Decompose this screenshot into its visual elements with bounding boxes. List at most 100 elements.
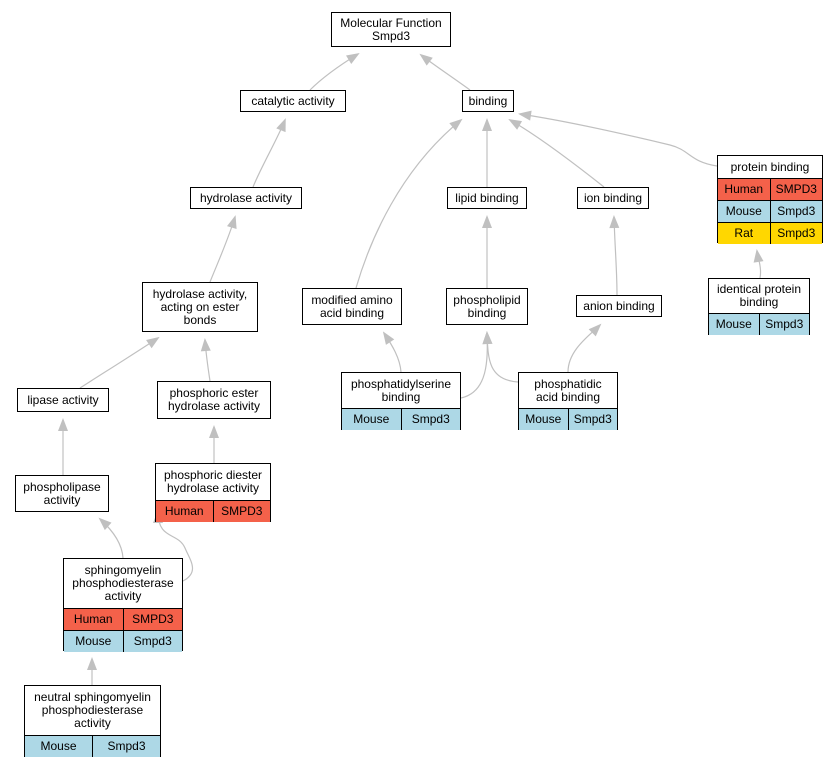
species-row-mouse: Mouse Smpd3: [64, 630, 182, 652]
edge-hydrolase-activity-to-catalytic-activity: [252, 118, 286, 188]
species-cell: Rat: [734, 226, 754, 240]
arrowhead: [382, 331, 395, 345]
edge-phospholipase-activity-to-lipase-activity: [58, 418, 68, 475]
node-label: identical protein binding: [716, 282, 802, 309]
species-row-human: Human SMPD3: [718, 178, 822, 200]
arrowhead: [346, 52, 360, 65]
species-cell: Human: [73, 612, 113, 626]
arrowhead: [482, 118, 492, 131]
edge-binding-to-molecular-function: [419, 53, 471, 91]
species-cell: Mouse: [75, 634, 112, 648]
arrowhead: [276, 118, 286, 133]
node-catalytic-activity[interactable]: catalytic activity: [240, 90, 346, 112]
edge-modified-amino-acid-binding-to-binding: [355, 118, 463, 289]
node-binding[interactable]: binding: [462, 90, 514, 112]
arrowhead: [482, 215, 492, 228]
arrowhead: [200, 338, 211, 352]
node-lipid-binding[interactable]: lipid binding: [447, 187, 527, 209]
species-cell: Human: [164, 504, 204, 518]
arrowhead: [419, 53, 433, 66]
arrowhead: [753, 249, 764, 263]
node-label: protein binding: [730, 159, 810, 174]
node-label: hydrolase activity: [199, 190, 293, 205]
gene-cell: Smpd3: [92, 736, 160, 757]
node-phospholipid-binding[interactable]: phospholipid binding: [446, 288, 528, 325]
species-row-mouse: Mouse Smpd3: [342, 408, 460, 430]
node-sphingomyelin-pde[interactable]: sphingomyelin phosphodiesterase activity…: [63, 558, 183, 652]
edge-identical-protein-binding-to-protein-binding: [753, 249, 764, 279]
species-cell: Mouse: [40, 739, 77, 753]
node-label: catalytic activity: [251, 93, 335, 108]
edge-hydrolase-ester-to-hydrolase-activity: [209, 215, 237, 283]
arrowhead: [146, 336, 160, 349]
node-label: ion binding: [583, 190, 643, 205]
edge-ion-binding-to-binding: [508, 119, 605, 188]
node-phosphoric-ester-hydrolase[interactable]: phosphoric ester hydrolase activity: [157, 381, 271, 419]
node-label: Molecular Function Smpd3: [340, 15, 442, 43]
node-label: neutral sphingomyelin phosphodiesterase …: [34, 690, 151, 730]
edge-phosphatidic-acid-binding-to-phospholipid-binding: [482, 331, 519, 383]
gene-cell: Smpd3: [400, 409, 461, 430]
edge-phosphoric-ester-hydrolase-to-hydrolase-ester: [200, 338, 211, 382]
node-hydrolase-ester[interactable]: hydrolase activity, acting on ester bond…: [142, 282, 258, 332]
node-label: binding: [468, 93, 508, 108]
node-anion-binding[interactable]: anion binding: [576, 295, 662, 317]
node-label: anion binding: [583, 298, 655, 313]
gene-cell: SMPD3: [212, 501, 271, 522]
node-lipase-activity[interactable]: lipase activity: [17, 388, 109, 412]
edge-protein-binding-to-binding: [518, 110, 718, 167]
species-cell: Human: [724, 182, 764, 196]
node-label: phosphatidic acid binding: [534, 376, 602, 404]
edge-sphingomyelin-pde-to-phospholipase-activity: [98, 517, 124, 559]
node-phospholipase-activity[interactable]: phospholipase activity: [15, 475, 109, 512]
arrowhead: [58, 418, 68, 431]
node-label: sphingomyelin phosphodiesterase activity: [72, 563, 174, 603]
node-label: modified amino acid binding: [311, 292, 393, 320]
edge-neutral-sphingomyelin-pde-to-sphingomyelin-pde: [87, 657, 97, 685]
gene-cell: SMPD3: [769, 179, 823, 200]
arrowhead: [209, 425, 219, 438]
node-hydrolase-activity[interactable]: hydrolase activity: [190, 187, 302, 209]
node-neutral-sphingomyelin-pde[interactable]: neutral sphingomyelin phosphodiesterase …: [24, 685, 161, 757]
arrowhead: [508, 119, 523, 130]
species-row-human: Human SMPD3: [64, 608, 182, 630]
node-modified-amino-acid-binding[interactable]: modified amino acid binding: [302, 288, 402, 325]
edge-phosphatidic-acid-binding-to-anion-binding: [567, 323, 602, 373]
edge-lipase-activity-to-hydrolase-ester: [79, 336, 160, 389]
edge-phospholipid-binding-to-lipid-binding: [482, 215, 492, 289]
node-label: hydrolase activity, acting on ester bond…: [152, 286, 248, 327]
arrowhead: [588, 323, 602, 337]
species-cell: Mouse: [353, 412, 390, 426]
gene-cell: Smpd3: [122, 631, 183, 652]
edge-lipid-binding-to-binding: [482, 118, 492, 188]
node-label: phospholipase activity: [23, 479, 101, 507]
arrowhead: [449, 118, 463, 131]
species-cell: Mouse: [715, 317, 752, 331]
arrowhead: [87, 657, 97, 670]
edge-anion-binding-to-ion-binding: [609, 215, 620, 296]
arrowhead: [518, 110, 532, 121]
node-label: phosphatidylserine binding: [350, 376, 452, 404]
species-row-human: Human SMPD3: [156, 500, 270, 522]
node-molecular-function[interactable]: Molecular Function Smpd3: [331, 12, 451, 47]
gene-cell: Smpd3: [769, 201, 823, 222]
node-label: phosphoric ester hydrolase activity: [167, 386, 261, 413]
node-label: lipid binding: [455, 190, 519, 205]
node-ion-binding[interactable]: ion binding: [577, 187, 649, 209]
node-label: phosphoric diester hydrolase activity: [163, 468, 263, 495]
gene-cell: SMPD3: [122, 609, 183, 630]
node-label: lipase activity: [27, 392, 99, 407]
edge-phosphoric-diester-hydrolase-to-phosphoric-ester-hydrolase: [209, 425, 219, 463]
arrowhead: [609, 215, 620, 229]
